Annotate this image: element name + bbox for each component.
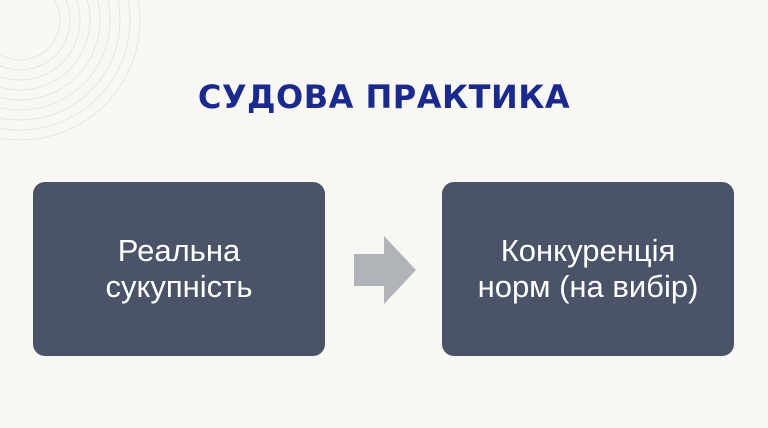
- right-arrow-icon: [354, 236, 416, 304]
- box-competition-norms: Конкуренція норм (на вибір): [442, 182, 734, 356]
- slide-title: СУДОВА ПРАКТИКА: [197, 78, 571, 116]
- box-real-aggregate: Реальна сукупність: [33, 182, 325, 356]
- decorative-arcs: [0, 0, 141, 140]
- box-real-aggregate-label: Реальна сукупність: [105, 233, 253, 304]
- box-competition-norms-label: Конкуренція норм (на вибір): [477, 233, 699, 304]
